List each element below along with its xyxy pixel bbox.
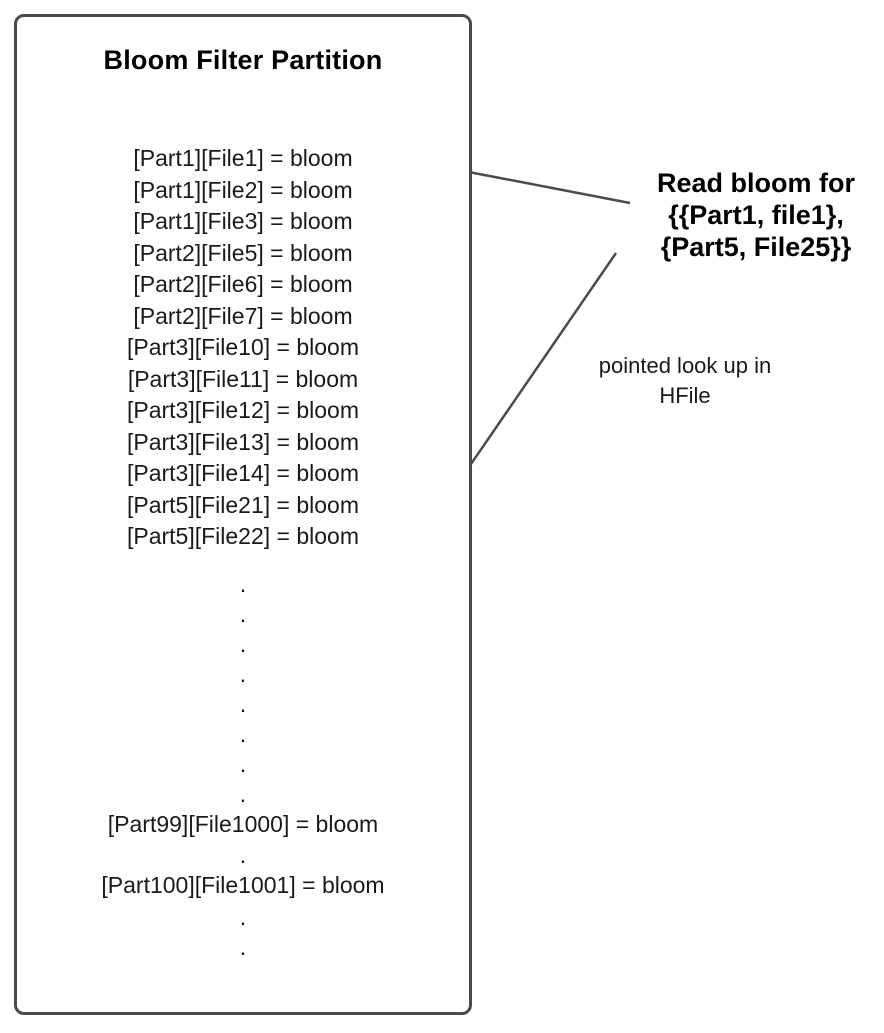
bloom-entry: [Part2][File6] = bloom bbox=[133, 271, 353, 297]
bloom-entry: [Part5][File22] = bloom bbox=[126, 523, 360, 549]
dots-line: . bbox=[239, 600, 247, 627]
dots-line: . bbox=[239, 750, 247, 777]
dots-line: . bbox=[239, 690, 247, 717]
bloom-entry: [Part2][File7] = bloom bbox=[133, 302, 353, 329]
dots-line: . bbox=[239, 720, 247, 747]
bloom-entry: [Part3][File10] = bloom bbox=[126, 334, 360, 360]
bloom-entry: [Part1][File1] = bloom bbox=[133, 145, 353, 171]
bloom-entry: [Part3][File13] = bloom bbox=[126, 428, 360, 455]
dots-line: . bbox=[239, 903, 247, 930]
bloom-filter-partition-box: Bloom Filter Partition [Part1][File1] = … bbox=[14, 14, 472, 1015]
bloom-entry: [Part2][File5] = bloom bbox=[133, 239, 353, 266]
dots-line: . bbox=[239, 933, 247, 960]
bloom-entry: [Part1][File3] = bloom bbox=[133, 208, 353, 234]
bloom-entry: [Part3][File12] = bloom bbox=[126, 397, 360, 423]
bloom-entry: [Part99][File1000] = bloom bbox=[107, 810, 379, 837]
dots-line: . bbox=[239, 570, 247, 597]
bloom-entry: [Part1][File2] = bloom bbox=[133, 176, 353, 203]
dots-line: . bbox=[239, 842, 247, 868]
bloom-entry: [Part5][File21] = bloom bbox=[126, 491, 360, 518]
pointed-lookup-annotation: pointed look up in HFile bbox=[598, 353, 772, 408]
bloom-entry: [Part3][File11] = bloom bbox=[127, 365, 359, 392]
entries-list: [Part1][File1] = bloom [Part1][File2] = b… bbox=[17, 143, 469, 962]
dots-line: . bbox=[239, 630, 247, 657]
read-bloom-annotation: Read bloom for {{Part1, file1}, {Part5, … bbox=[656, 168, 855, 262]
dots-line: . bbox=[239, 780, 247, 807]
bloom-entry: [Part100][File1001] = bloom bbox=[101, 872, 385, 898]
box-title: Bloom Filter Partition bbox=[103, 45, 383, 75]
bloom-entry: [Part3][File14] = bloom bbox=[126, 460, 360, 486]
dots-line: . bbox=[239, 660, 247, 687]
